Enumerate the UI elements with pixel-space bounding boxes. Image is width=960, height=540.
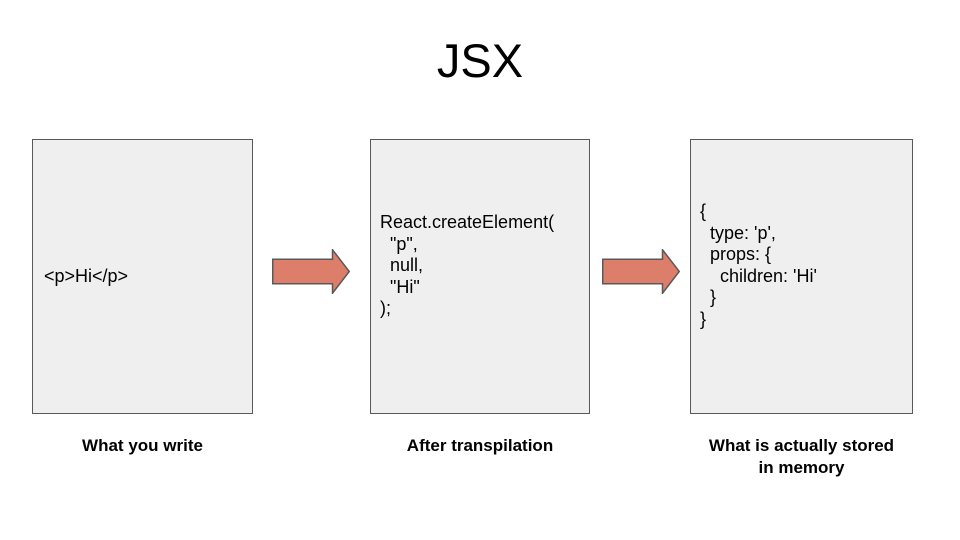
right-arrow-icon-transpile (272, 249, 350, 294)
code-memory-object: { type: 'p', props: { children: 'Hi' } } (700, 201, 817, 329)
code-jsx-source: <p>Hi</p> (44, 266, 129, 286)
right-arrow-icon-store (602, 249, 680, 294)
panel-what-you-write: <p>Hi</p> (32, 139, 253, 414)
panel-stored-in-memory: { type: 'p', props: { children: 'Hi' } } (690, 139, 913, 414)
caption-stored-in-memory: What is actually stored in memory (708, 436, 895, 477)
panel-after-transpilation: React.createElement( "p", null, "Hi" ); (370, 139, 590, 414)
caption-what-you-write: What you write (82, 436, 203, 455)
slide-title: JSX (436, 34, 524, 87)
right-arrow-shape (272, 249, 350, 294)
caption-after-transpilation: After transpilation (406, 436, 554, 455)
code-create-element: React.createElement( "p", null, "Hi" ); (380, 212, 555, 318)
right-arrow-shape (602, 249, 680, 294)
